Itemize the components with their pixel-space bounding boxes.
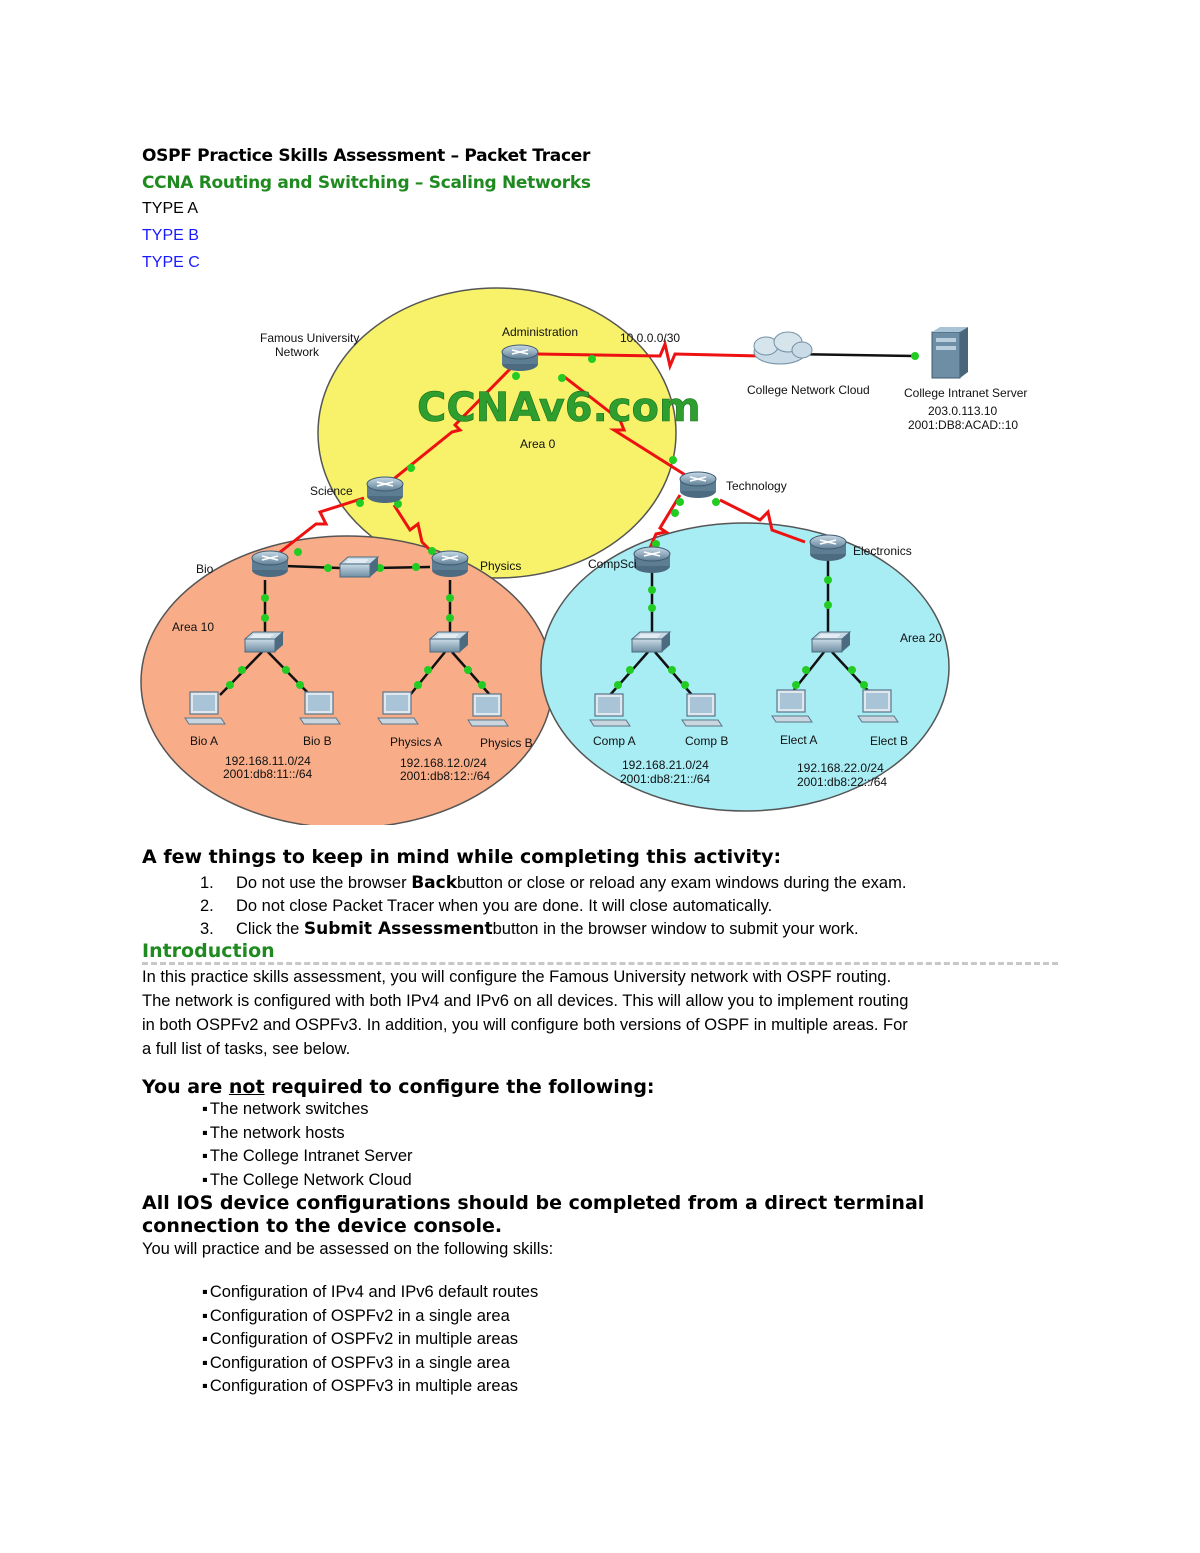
cloud-icon[interactable] [753, 331, 813, 365]
router-compsci-icon[interactable] [633, 546, 671, 574]
list-item: 2. Do not close Packet Tracer when you ar… [200, 895, 906, 918]
type-b-link[interactable]: TYPE B [142, 227, 199, 244]
cloud-label: College Network Cloud [747, 383, 870, 397]
list-item: Configuration of OSPFv2 in multiple area… [202, 1328, 538, 1352]
host-label-physics-a: Physics A [390, 735, 442, 749]
router-label-science: Science [310, 484, 353, 498]
area-0-zone [317, 287, 677, 579]
keep-in-mind-list: 1. Do not use the browser Backbutton or c… [200, 872, 906, 941]
network-label-line1: Famous University [260, 331, 359, 345]
host-label-elect-b: Elect B [870, 734, 908, 748]
ios-note-line1: All IOS device configurations should be … [142, 1192, 925, 1214]
router-administration-icon[interactable] [501, 344, 539, 372]
router-bio-icon[interactable] [251, 550, 289, 578]
list-number: 1. [200, 874, 214, 892]
subnet-bio-ipv6: 2001:db8:11::/64 [223, 767, 313, 781]
list-bold-text: Submit Assessment [303, 919, 493, 939]
router-label-technology: Technology [726, 479, 787, 493]
ios-note-line2: connection to the device console. [142, 1215, 503, 1237]
list-text: button in the browser window to submit y… [492, 920, 859, 938]
list-item: Configuration of OSPFv2 in a single area [202, 1305, 538, 1329]
list-item: The College Network Cloud [202, 1169, 413, 1193]
area-10-label: Area 10 [172, 620, 214, 634]
subnet-bio-ipv4: 192.168.11.0/24 [225, 754, 311, 768]
bio-switch-icon[interactable] [244, 631, 284, 653]
list-item: Configuration of OSPFv3 in multiple area… [202, 1375, 538, 1399]
paragraph-line: a full list of tasks, see below. [142, 1040, 351, 1058]
subnet-physics-ipv6: 2001:db8:12::/64 [400, 769, 490, 783]
subnet-comp-ipv6: 2001:db8:21::/64 [620, 772, 710, 786]
list-item: The College Intranet Server [202, 1145, 413, 1169]
server-icon[interactable] [931, 327, 968, 379]
router-label-compsci: CompSci [588, 557, 637, 571]
paragraph-line: in both OSPFv2 and OSPFv3. In addition, … [142, 1016, 908, 1034]
type-a-label: TYPE A [142, 200, 199, 217]
document-subtitle: CCNA Routing and Switching – Scaling Net… [142, 173, 591, 193]
area-20-zone [540, 522, 950, 812]
document-title: OSPF Practice Skills Assessment – Packet… [142, 146, 591, 166]
section-divider [142, 962, 1058, 965]
list-number: 3. [200, 920, 214, 938]
list-text: Do not use the browser [236, 874, 412, 892]
host-label-bio-a: Bio A [190, 734, 218, 748]
introduction-heading: Introduction [142, 940, 275, 962]
host-label-physics-b: Physics B [480, 736, 533, 750]
list-text: Click the [236, 920, 304, 938]
list-bold-text: Back [411, 873, 457, 893]
host-label-comp-a: Comp A [593, 734, 636, 748]
host-label-elect-a: Elect A [780, 733, 817, 747]
list-item: 3. Click the Submit Assessmentbutton in t… [200, 918, 906, 941]
area-10-zone [140, 535, 554, 825]
electronics-switch-icon[interactable] [811, 631, 851, 653]
list-item: 1. Do not use the browser Backbutton or c… [200, 872, 906, 895]
paragraph-line: In this practice skills assessment, you … [142, 968, 892, 986]
host-label-comp-b: Comp B [685, 734, 728, 748]
host-label-bio-b: Bio B [303, 734, 332, 748]
subnet-elect-ipv4: 192.168.22.0/24 [797, 761, 884, 775]
router-label-physics: Physics [480, 559, 521, 573]
heading-text: required to configure the following: [264, 1076, 655, 1098]
serial-links [269, 339, 806, 564]
keep-in-mind-heading: A few things to keep in mind while compl… [142, 846, 782, 868]
skills-intro: You will practice and be assessed on the… [142, 1240, 554, 1258]
paragraph-line: The network is configured with both IPv4… [142, 992, 909, 1010]
list-item: Configuration of IPv4 and IPv6 default r… [202, 1281, 538, 1305]
subnet-comp-ipv4: 192.168.21.0/24 [622, 758, 709, 772]
router-science-icon[interactable] [366, 476, 404, 504]
not-required-list: The network switches The network hosts T… [202, 1098, 413, 1192]
area-0-label: Area 0 [520, 437, 556, 451]
introduction-paragraph: In this practice skills assessment, you … [142, 965, 1062, 1061]
server-label: College Intranet Server [904, 386, 1027, 400]
router-label-bio: Bio [196, 562, 214, 576]
list-text: button or close or reload any exam windo… [457, 874, 907, 892]
science-switch-icon[interactable] [339, 556, 379, 578]
server-ipv6: 2001:DB8:ACAD::10 [908, 418, 1018, 432]
heading-text: You are [142, 1076, 229, 1098]
subnet-elect-ipv6: 2001:db8:22::/64 [797, 775, 887, 789]
router-label-administration: Administration [502, 325, 578, 339]
router-label-electronics: Electronics [853, 544, 912, 558]
network-label-line2: Network [275, 345, 320, 359]
physics-switch-icon[interactable] [429, 631, 469, 653]
ccnav6-watermark: CCNAv6.com [417, 385, 701, 431]
server-ipv4: 203.0.113.10 [928, 404, 998, 418]
subnet-physics-ipv4: 192.168.12.0/24 [400, 756, 487, 770]
list-item: The network switches [202, 1098, 413, 1122]
router-electronics-icon[interactable] [809, 534, 847, 562]
skills-list: Configuration of IPv4 and IPv6 default r… [202, 1281, 538, 1399]
not-required-heading: You are not required to configure the fo… [142, 1076, 655, 1098]
list-number: 2. [200, 897, 214, 915]
network-topology-diagram: CCNAv6.com Famous University Network Adm… [140, 287, 1027, 825]
type-c-link[interactable]: TYPE C [142, 254, 200, 271]
link-label: 10.0.0.0/30 [620, 331, 680, 345]
router-physics-icon[interactable] [431, 550, 469, 578]
area-20-label: Area 20 [900, 631, 942, 645]
router-technology-icon[interactable] [679, 471, 717, 499]
heading-underlined-text: not [228, 1076, 265, 1098]
list-item: Configuration of OSPFv3 in a single area [202, 1352, 538, 1376]
list-item: The network hosts [202, 1122, 413, 1146]
compsci-switch-icon[interactable] [631, 631, 671, 653]
list-text: Do not close Packet Tracer when you are … [236, 897, 773, 915]
